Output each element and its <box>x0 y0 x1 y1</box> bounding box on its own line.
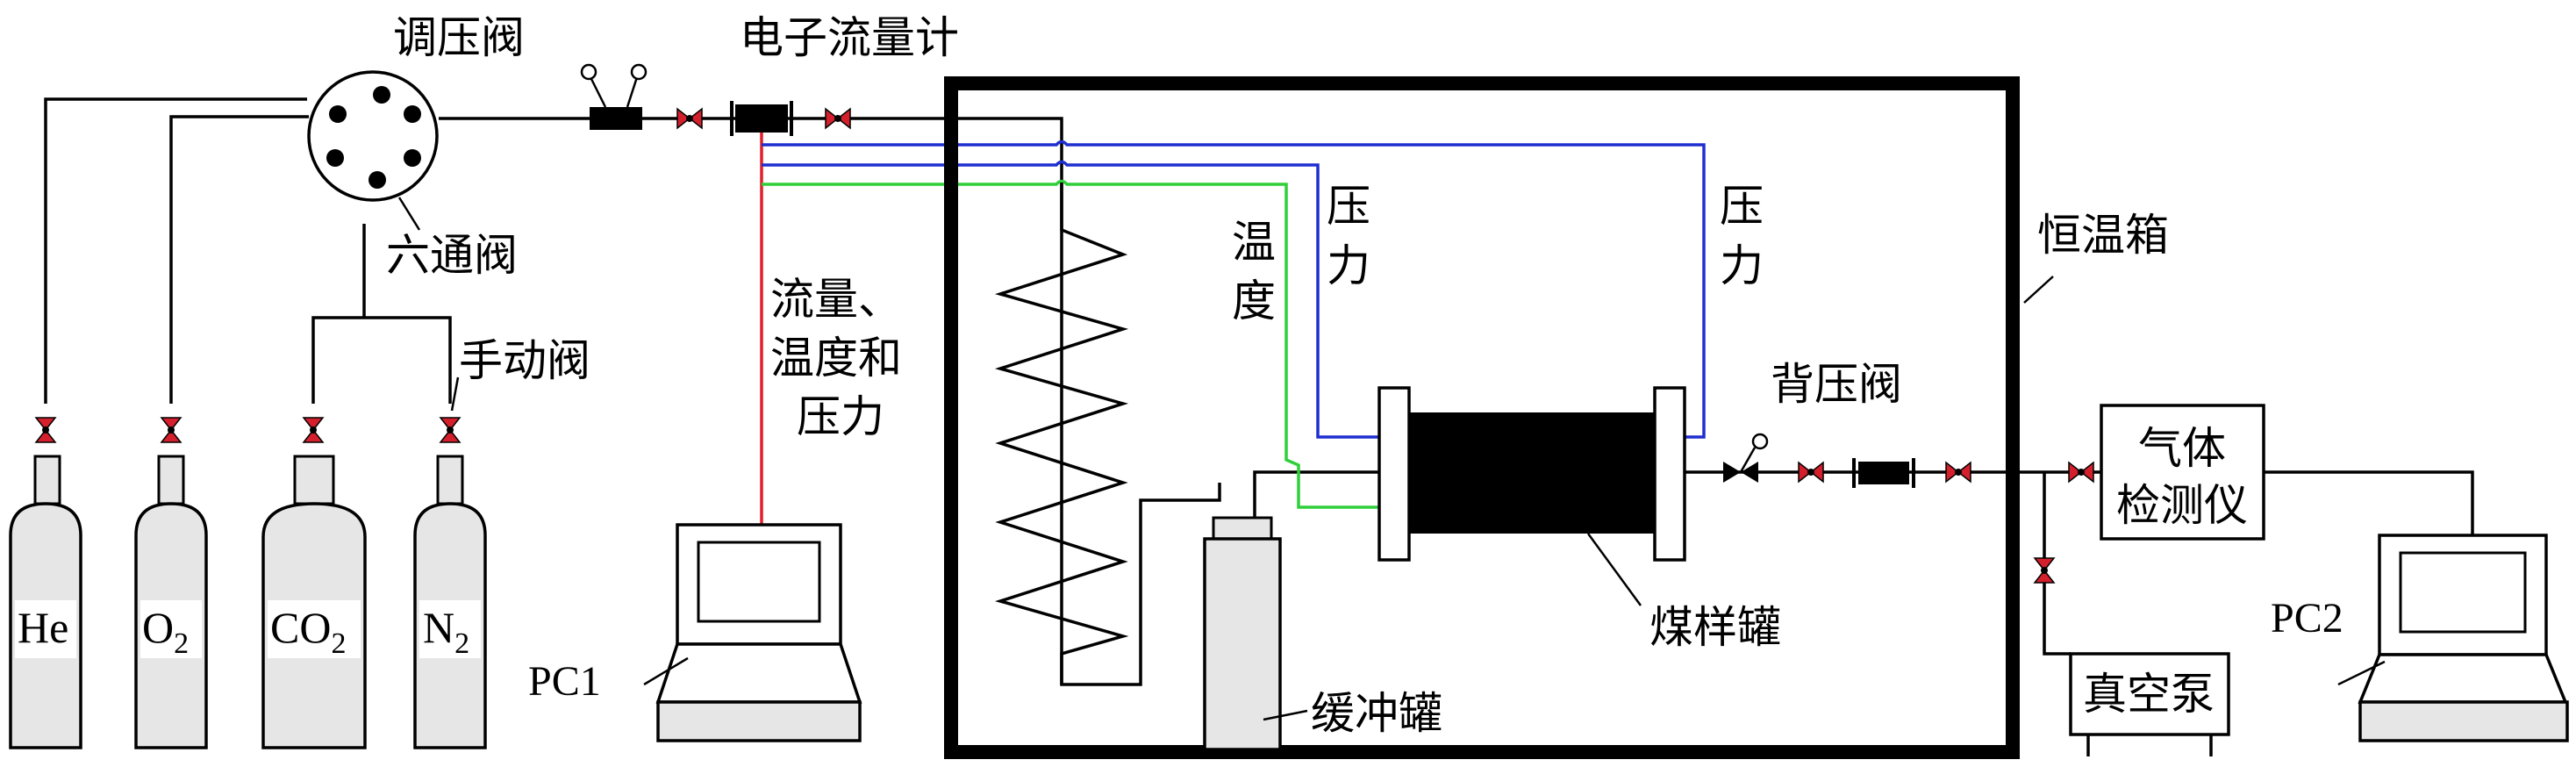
label-temperature-1: 温 <box>1232 217 1276 268</box>
label-six-way-valve: 六通阀 <box>386 230 518 281</box>
valves <box>34 107 2094 584</box>
heating-coil <box>994 183 1129 684</box>
valve-co2-stem <box>310 426 317 434</box>
outlet-filter <box>1852 458 1915 488</box>
label-back-pressure-valve: 背压阀 <box>1771 359 1902 410</box>
six-way-valve <box>307 70 439 231</box>
electronic-flowmeter <box>730 101 793 136</box>
valve-detector-inlet-stem <box>2078 469 2085 476</box>
label-pc1: PC1 <box>528 658 601 705</box>
incubator-box <box>944 76 2020 759</box>
gas-cylinders <box>9 455 487 749</box>
gas-label-n2: N2 <box>423 603 469 660</box>
label-temperature-2: 度 <box>1232 276 1276 326</box>
gas-label-co2: CO2 <box>270 603 346 660</box>
label-manual-valve: 手动阀 <box>459 335 590 386</box>
pressure-regulator <box>580 63 648 130</box>
gas-detector-box <box>2100 404 2265 541</box>
pc1-computer <box>643 523 862 742</box>
signal-wires <box>760 118 1706 525</box>
label-pressure-b-1: 压 <box>1720 181 1764 232</box>
back-pressure-valve <box>1723 433 1769 483</box>
manual-valve-leader <box>450 376 460 412</box>
valve-outlet-2-stem <box>1955 469 1962 476</box>
gas-labels: He O2 CO2 N2 <box>15 600 481 660</box>
gas-label-o2: O2 <box>142 603 189 660</box>
label-gas-detector-2: 检测仪 <box>2116 480 2248 531</box>
label-incubator: 恒温箱 <box>2037 210 2169 261</box>
valve-he-stem <box>42 426 49 434</box>
valve-vacuum-stem <box>2041 567 2048 574</box>
label-coal-tank: 煤样罐 <box>1649 602 1781 653</box>
gas-pipelines <box>44 97 2474 686</box>
incubator-leader <box>2023 276 2054 304</box>
label-flow-temp-pressure-3: 压力 <box>797 391 884 442</box>
label-gas-detector-1: 气体 <box>2138 423 2226 474</box>
label-flowmeter: 电子流量计 <box>740 12 959 63</box>
label-pc2: PC2 <box>2271 595 2343 641</box>
coal-sample-tank <box>1377 386 1686 606</box>
gas-label-he: He <box>18 603 68 652</box>
valve-o2-stem <box>168 426 175 434</box>
valve-n2-stem <box>447 426 454 434</box>
vacuum-pump <box>2069 652 2230 756</box>
label-buffer-tank: 缓冲罐 <box>1311 688 1442 739</box>
label-flow-temp-pressure-2: 温度和 <box>770 333 902 383</box>
buffer-tank <box>1203 516 1308 751</box>
valve-main-1-stem <box>686 115 693 122</box>
label-pressure-b-2: 力 <box>1720 240 1764 291</box>
label-pressure-a-1: 压 <box>1327 181 1370 232</box>
label-flow-temp-pressure-1: 流量、 <box>770 274 902 325</box>
label-vacuum-pump: 真空泵 <box>2083 669 2215 720</box>
valve-outlet-1-stem <box>1807 469 1814 476</box>
label-pressure-a-2: 力 <box>1327 240 1370 291</box>
pc2-computer <box>2337 534 2569 742</box>
valve-main-2-stem <box>834 115 841 122</box>
label-pressure-regulator: 调压阀 <box>393 12 525 63</box>
